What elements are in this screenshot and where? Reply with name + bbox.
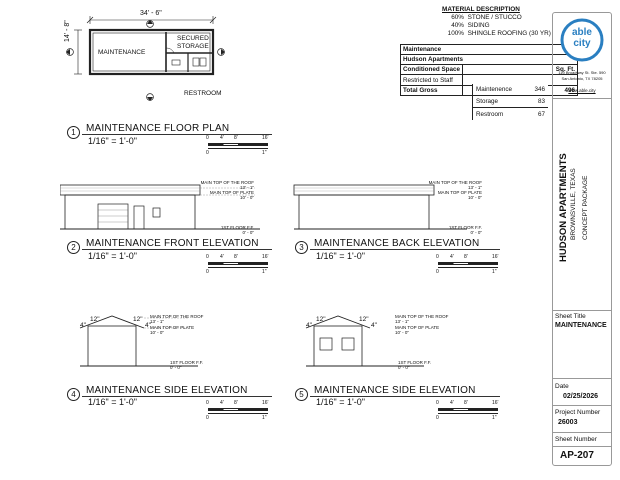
view-title-underline: [310, 249, 500, 250]
back-elevation-drawing: [293, 184, 467, 230]
view-title-underline: [82, 134, 272, 135]
plan-depth-dim: 14' - 8": [64, 20, 71, 42]
roof-pitch-label: 12": [316, 316, 326, 323]
scale-bar: 0 4' 8' 16' 0 1": [206, 400, 269, 421]
view-title: MAINTENANCE SIDE ELEVATION: [86, 385, 248, 396]
scale-bar: 0 4' 8' 16' 0 1": [206, 254, 269, 275]
area-col-space: Conditioned Space: [399, 64, 464, 75]
section-marker-bottom: [146, 93, 154, 101]
title-block: [552, 12, 612, 466]
divider: [552, 405, 612, 406]
divider: [552, 378, 612, 379]
project-name: HUDSON APARTMENTS: [558, 153, 569, 262]
view-title: MAINTENANCE SIDE ELEVATION: [314, 385, 476, 396]
section-marker-left: [66, 48, 74, 56]
front-elevation-drawing: [60, 184, 260, 230]
package-name: CONCEPT PACKAGE: [582, 175, 589, 240]
project-number: 26003: [558, 419, 578, 426]
floor-plan-drawing: [66, 16, 225, 101]
roof-pitch-label: 4": [306, 322, 312, 329]
roof-pitch-label: 4": [80, 322, 86, 329]
view-number-badge: 4: [67, 388, 80, 401]
view-title: MAINTENANCE FRONT ELEVATION: [86, 238, 259, 249]
divider: [552, 310, 612, 311]
view-scale: 1/16" = 1'-0": [316, 397, 365, 407]
sheet-number-label: Sheet Number: [555, 436, 597, 443]
material-description: MATERIAL DESCRIPTION 60% STONE / STUCCO …: [442, 6, 551, 38]
section-marker-right: [217, 48, 225, 56]
view-number-badge: 5: [295, 388, 308, 401]
material-row: 40% SIDING: [451, 22, 490, 29]
firm-address-2: San Antonio, TX 78205: [561, 76, 603, 81]
logo-text-bottom: city: [573, 38, 591, 49]
divider: [552, 98, 612, 99]
view-number-badge: 2: [67, 241, 80, 254]
view-title-underline: [310, 396, 500, 397]
view-number-badge: 1: [67, 126, 80, 139]
able-city-logo-icon: [560, 18, 604, 62]
scale-bar: 0 4' 8' 16' 0 1": [206, 135, 269, 156]
date-value: 02/25/2026: [563, 393, 599, 400]
roof-pitch-label: 4": [145, 322, 151, 329]
firm-website: www.able.city: [568, 88, 596, 93]
area-project: Hudson Apartments: [399, 54, 579, 65]
view-scale: 1/16" = 1'-0": [88, 251, 137, 261]
plan-width-dim: 34' - 6": [140, 10, 162, 17]
divider: [552, 432, 612, 433]
view-scale: 1/16" = 1'-0": [88, 397, 137, 407]
scale-bar: 0 4' 8' 16' 0 1": [436, 400, 499, 421]
room-label-storage-2: STORAGE: [177, 43, 209, 50]
project-city: BROWNSVILLE, TEXAS: [570, 168, 577, 240]
room-label-maintenance: MAINTENANCE: [98, 49, 146, 56]
area-total-label: Total Gross: [399, 85, 464, 96]
side-elevation-drawing: [79, 315, 198, 367]
material-heading: MATERIAL DESCRIPTION: [442, 6, 520, 13]
project-number-label: Project Number: [555, 409, 601, 416]
area-building: Maintenance: [399, 44, 579, 55]
logo-text-top: able: [571, 27, 592, 38]
view-title-underline: [82, 249, 272, 250]
level-marker-floor: 1ST FLOOR F.F.0' - 0": [170, 360, 204, 370]
view-title-underline: [82, 396, 272, 397]
date-label: Date: [555, 383, 569, 390]
scale-bar: 0 4' 8' 16' 0 1": [436, 254, 499, 275]
level-marker-floor: 1ST FLOOR F.F.0' - 0": [398, 360, 432, 370]
roof-pitch-label: 4": [371, 322, 377, 329]
roof-pitch-label: 12": [359, 316, 369, 323]
view-scale: 1/16" = 1'-0": [88, 136, 137, 146]
room-label-restroom: RESTROOM: [184, 90, 222, 97]
room-label-storage-1: SECURED: [177, 35, 209, 42]
level-marker-floor: 1ST FLOOR F.F.0' - 0": [220, 225, 254, 235]
sheet-title-label: Sheet Title: [555, 313, 586, 320]
view-title: MAINTENANCE BACK ELEVATION: [314, 238, 480, 249]
view-scale: 1/16" = 1'-0": [316, 251, 365, 261]
side-elevation-drawing: [305, 315, 424, 367]
roof-pitch-label: 12": [90, 316, 100, 323]
firm-address-1: 110 Broadway St. Ste. 590: [558, 70, 606, 75]
section-marker-top: [146, 20, 154, 28]
material-row: 60% STONE / STUCCO: [451, 14, 522, 21]
roof-pitch-label: 12": [133, 316, 143, 323]
divider: [552, 446, 612, 447]
level-marker-floor: 1ST FLOOR F.F.0' - 0": [448, 225, 482, 235]
view-title: MAINTENANCE FLOOR PLAN: [86, 123, 230, 134]
view-number-badge: 3: [295, 241, 308, 254]
sheet-number: AP-207: [560, 450, 594, 461]
area-group: Restricted to Staff: [399, 74, 464, 86]
sheet-title: MAINTENANCE: [555, 322, 607, 329]
material-row: 100% SHINGLE ROOFING (30 YR): [447, 30, 551, 37]
